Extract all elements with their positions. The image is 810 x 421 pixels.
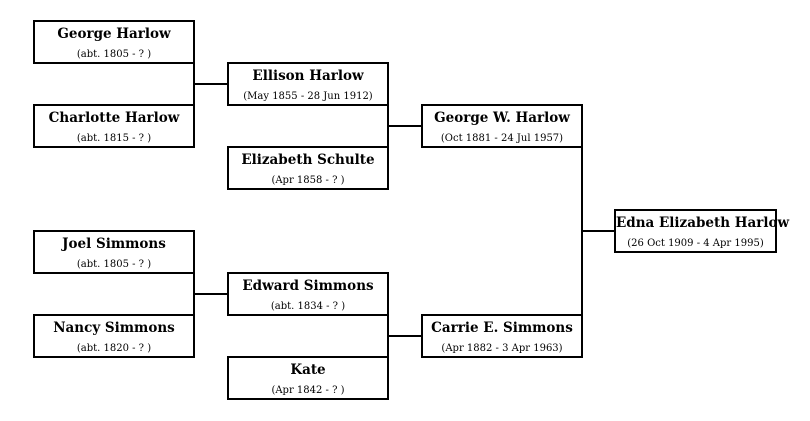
person-name: George Harlow	[57, 26, 171, 42]
person-dates: (26 Oct 1909 - 4 Apr 1995)	[627, 238, 764, 249]
person-george-harlow[interactable]: George Harlow (abt. 1805 - ? )	[33, 20, 195, 64]
person-name: Elizabeth Schulte	[241, 152, 375, 168]
person-name: Edward Simmons	[242, 278, 374, 294]
person-george-w-harlow[interactable]: George W. Harlow (Oct 1881 - 24 Jul 1957…	[421, 104, 583, 148]
person-dates: (May 1855 - 28 Jun 1912)	[243, 91, 373, 102]
person-dates: (Oct 1881 - 24 Jul 1957)	[440, 133, 564, 144]
person-name: Edna Elizabeth Harlow	[616, 215, 790, 231]
person-dates: (Apr 1842 - ? )	[271, 385, 345, 396]
person-nancy-simmons[interactable]: Nancy Simmons (abt. 1820 - ? )	[33, 314, 195, 358]
person-dates: (abt. 1805 - ? )	[76, 49, 152, 60]
person-kate[interactable]: Kate (Apr 1842 - ? )	[227, 356, 389, 400]
person-name: Joel Simmons	[62, 236, 166, 252]
person-name: George W. Harlow	[434, 110, 570, 126]
person-edward-simmons[interactable]: Edward Simmons (abt. 1834 - ? )	[227, 272, 389, 316]
person-elizabeth-schulte[interactable]: Elizabeth Schulte (Apr 1858 - ? )	[227, 146, 389, 190]
connector-line	[387, 125, 422, 127]
person-dates: (abt. 1820 - ? )	[76, 343, 152, 354]
person-edna-elizabeth-harlow[interactable]: Edna Elizabeth Harlow (26 Oct 1909 - 4 A…	[614, 209, 790, 253]
person-name: Charlotte Harlow	[48, 110, 180, 126]
connector-line	[193, 293, 228, 295]
person-charlotte-harlow[interactable]: Charlotte Harlow (abt. 1815 - ? )	[33, 104, 195, 148]
person-name: Ellison Harlow	[252, 68, 364, 84]
connector-line	[193, 83, 228, 85]
person-dates: (abt. 1805 - ? )	[76, 259, 152, 270]
connector-line	[581, 230, 615, 232]
person-carrie-e-simmons[interactable]: Carrie E. Simmons (Apr 1882 - 3 Apr 1963…	[421, 314, 583, 358]
person-dates: (abt. 1815 - ? )	[76, 133, 152, 144]
person-dates: (abt. 1834 - ? )	[270, 301, 346, 312]
person-dates: (Apr 1858 - ? )	[271, 175, 345, 186]
person-name: Nancy Simmons	[53, 320, 175, 336]
person-ellison-harlow[interactable]: Ellison Harlow (May 1855 - 28 Jun 1912)	[227, 62, 389, 106]
person-joel-simmons[interactable]: Joel Simmons (abt. 1805 - ? )	[33, 230, 195, 274]
person-name: Kate	[290, 362, 326, 378]
person-name: Carrie E. Simmons	[431, 320, 573, 336]
connector-line	[387, 335, 422, 337]
person-dates: (Apr 1882 - 3 Apr 1963)	[441, 343, 563, 354]
